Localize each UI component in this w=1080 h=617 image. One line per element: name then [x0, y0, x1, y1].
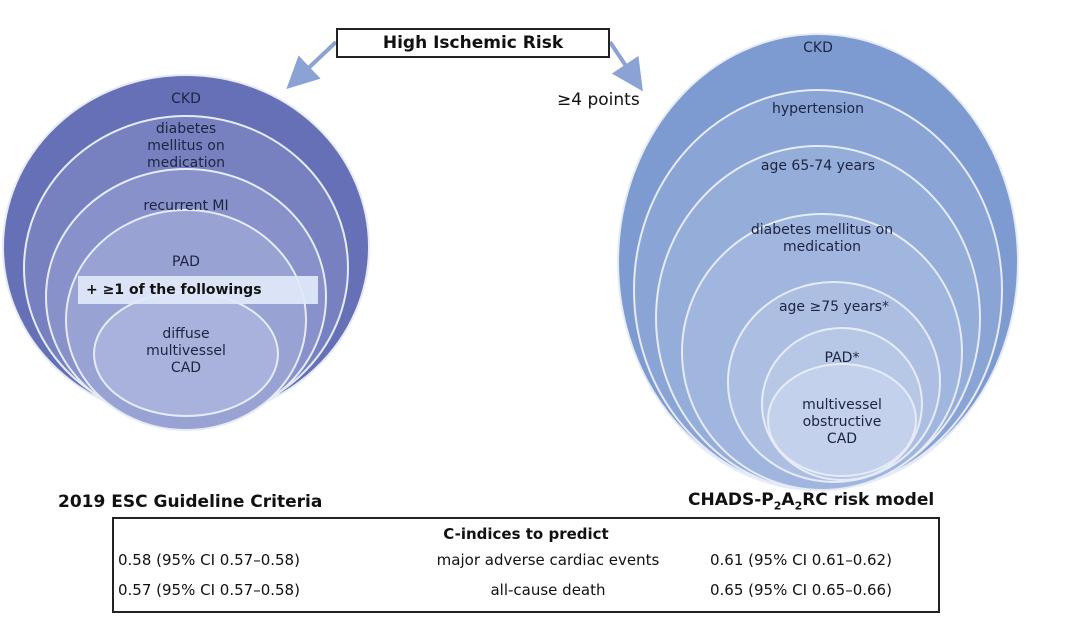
table-heading: C-indices to predict [443, 525, 609, 543]
followings-band: + ≥1 of the followings [78, 276, 318, 304]
outcome-label: all-cause death [490, 581, 606, 599]
table-row: 0.57 (95% CI 0.57–0.58) all-cause death … [114, 575, 938, 605]
chads-model-circles: CKD hypertension age 65-74 years diabetes m… [617, 33, 1019, 491]
esc-cindex: 0.57 (95% CI 0.57–0.58) [118, 581, 300, 599]
chads-model-caption: CHADS-P2A2RC risk model [688, 490, 935, 513]
esc-cindex: 0.58 (95% CI 0.57–0.58) [118, 551, 300, 569]
chads-layer-label: PAD* [825, 350, 860, 366]
chads-cindex: 0.61 (95% CI 0.61–0.62) [710, 551, 892, 569]
threshold-label: ≥4 points [557, 90, 640, 110]
chads-layer-label: hypertension [772, 101, 864, 117]
chads-cindex: 0.65 (95% CI 0.65–0.66) [710, 581, 892, 599]
chads-layer-label: age ≥75 years* [779, 299, 889, 315]
chads-layer-label: age 65-74 years [761, 158, 875, 174]
chads-layer-label: CKD [803, 40, 833, 56]
esc-layer-label: CKD [171, 91, 201, 107]
arrow-right [608, 40, 643, 92]
c-indices-table: C-indices to predict 0.58 (95% CI 0.57–0… [112, 517, 940, 613]
esc-layer-label: PAD [172, 254, 200, 270]
high-ischemic-risk-title: High Ischemic Risk [336, 28, 610, 58]
esc-layer-label: recurrent MI [143, 198, 228, 214]
arrow-left [286, 40, 338, 90]
esc-criteria-caption: 2019 ESC Guideline Criteria [58, 492, 323, 512]
chads-layer-6 [767, 363, 917, 477]
outcome-label: major adverse cardiac events [436, 551, 660, 569]
table-row: 0.58 (95% CI 0.57–0.58) major adverse ca… [114, 545, 938, 575]
